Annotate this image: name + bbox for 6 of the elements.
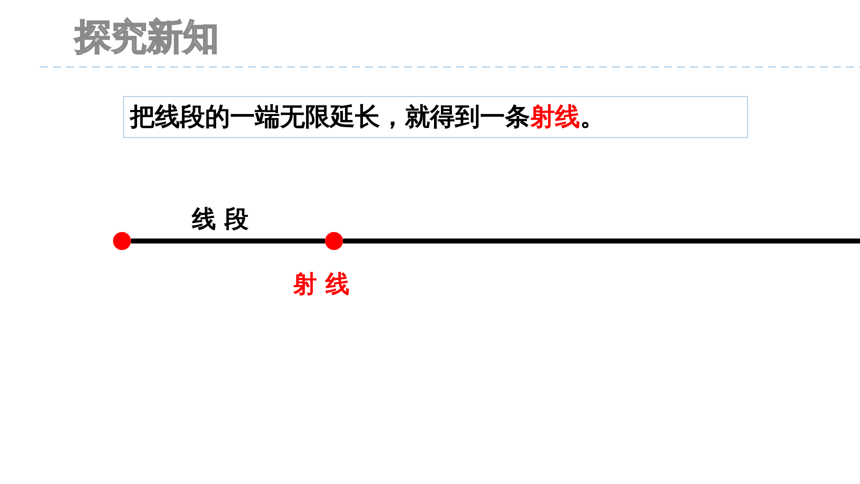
segment-line [131, 238, 325, 244]
point-dot [325, 232, 343, 250]
title: 探究新知 [75, 16, 219, 60]
ray-line [343, 238, 860, 244]
definition-box: 把线段的一端无限延长，就得到一条射线。 [123, 96, 748, 138]
point-dot [113, 232, 131, 250]
